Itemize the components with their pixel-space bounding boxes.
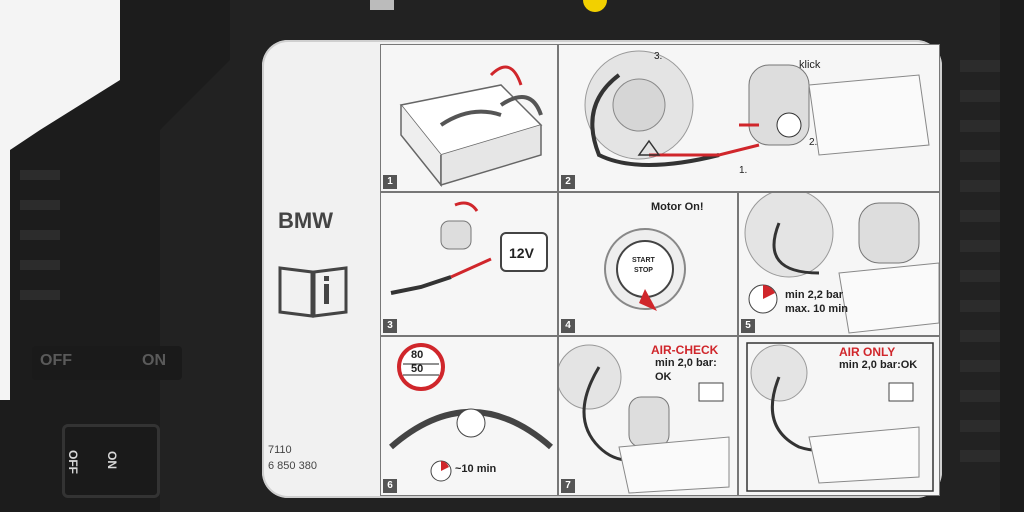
step-7-panel: AIR-CHECK min 2,0 bar: OK 7: [558, 336, 738, 496]
slot-off-label: OFF: [40, 352, 72, 370]
step-3-voltage: 12V: [509, 245, 534, 261]
step-5-max-time: max. 10 min: [785, 303, 848, 315]
step-4-button-stop: STOP: [634, 267, 653, 274]
step-2-panel: klick 3. 2. 1. 2: [558, 44, 940, 192]
step-7-number: 7: [561, 479, 575, 493]
step-6-number: 6: [383, 479, 397, 493]
step-6-speed-top: 80: [411, 349, 423, 361]
step-grid: 1 klick 3. 2. 1. 2 12V 3: [380, 44, 940, 496]
step-4-button-start: START: [632, 257, 655, 264]
step-7-heading: AIR-CHECK: [651, 343, 718, 357]
step-2-number: 2: [561, 175, 575, 189]
step-6-panel: 80 50 ~10 min 6: [380, 336, 558, 496]
step-6-time: ~10 min: [455, 463, 496, 475]
step-2-callout-3: 3.: [654, 51, 662, 62]
step-6-speed-bottom: 50: [411, 363, 423, 375]
air-only-min-pressure: min 2,0 bar:OK: [839, 359, 917, 371]
slot-on-label: ON: [142, 352, 166, 370]
step-1-number: 1: [383, 175, 397, 189]
manual-book-icon: [276, 262, 350, 320]
start-stop-button-illustration: [559, 193, 738, 336]
step-4-number: 4: [561, 319, 575, 333]
hose-connection-illustration: [559, 45, 940, 192]
power-rocker-switch[interactable]: OFF ON: [62, 424, 160, 498]
step-7-ok: OK: [655, 371, 672, 383]
step-7-min-pressure: min 2,0 bar:: [655, 357, 717, 369]
step-5-number: 5: [741, 319, 755, 333]
plug-in-socket-illustration: [381, 193, 558, 336]
step-1-panel: 1: [380, 44, 558, 192]
part-code-2: 6 850 380: [268, 460, 317, 472]
air-only-heading: AIR ONLY: [839, 345, 895, 359]
step-3-panel: 12V 3: [380, 192, 558, 336]
step-3-number: 3: [383, 319, 397, 333]
step-5-panel: min 2,2 bar max. 10 min 5: [738, 192, 940, 336]
step-2-klick-label: klick: [799, 59, 820, 71]
compressor-unpack-illustration: [381, 45, 558, 192]
air-only-panel: AIR ONLY min 2,0 bar:OK: [738, 336, 940, 496]
switch-off-label: OFF: [66, 450, 80, 474]
step-5-min-pressure: min 2,2 bar: [785, 289, 843, 301]
step-2-callout-2: 2.: [809, 137, 817, 148]
step-4-heading: Motor On!: [651, 201, 704, 213]
step-2-callout-1: 1.: [739, 165, 747, 176]
switch-on-label: ON: [105, 451, 119, 469]
part-code-1: 7110: [268, 444, 292, 456]
step-4-panel: Motor On! START STOP 4: [558, 192, 738, 336]
brand-name: BMW: [278, 208, 333, 234]
switch-state-slot: OFF ON: [32, 346, 182, 380]
